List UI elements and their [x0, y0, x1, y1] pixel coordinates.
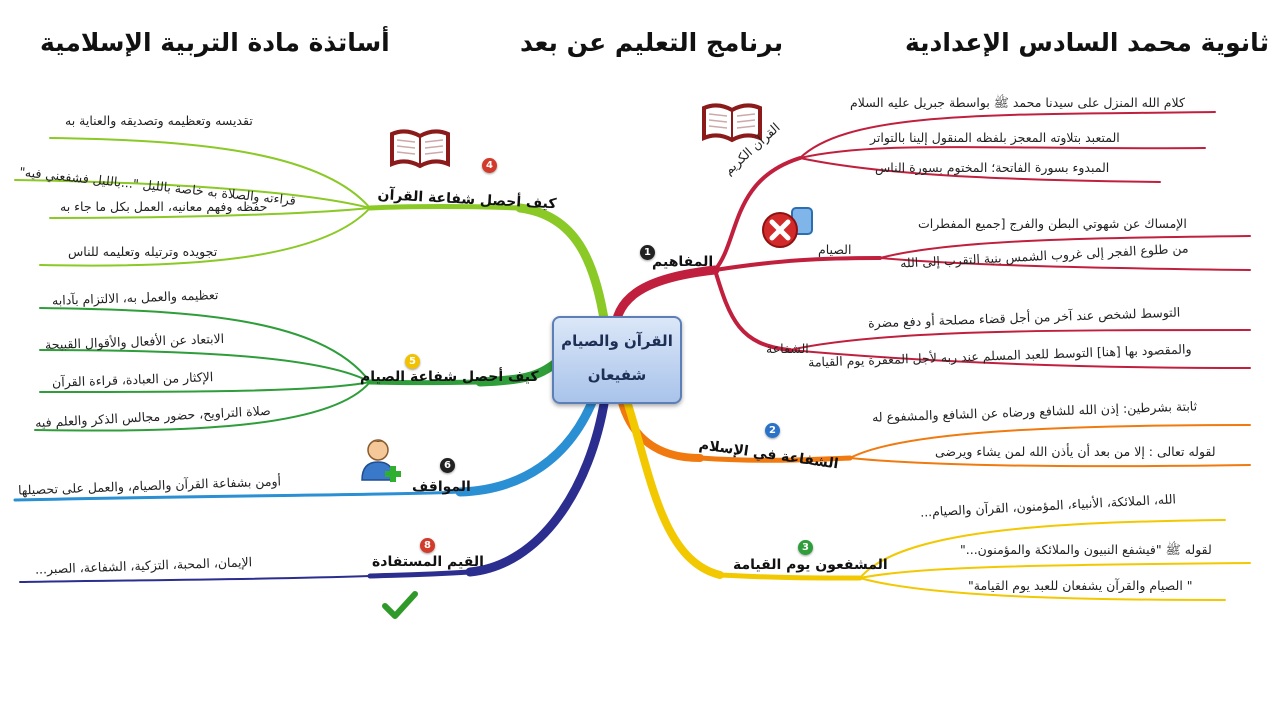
concept-item: المتعبد بتلاوته المعجز بلفظه المنقول إلي… [870, 130, 1120, 145]
intercession-concept-label: الشفاعة [766, 341, 809, 356]
quran-branch [14, 137, 610, 330]
central-topic-line1: القرآن والصيام [561, 332, 673, 350]
concepts-label: المفاهيم [652, 254, 714, 270]
badge-4: 4 [482, 158, 497, 173]
badge-6: 6 [440, 458, 455, 473]
concept-item: كلام الله المنزل على سيدنا محمد ﷺ بواسطة… [850, 95, 1185, 110]
central-topic-line2: شفيعان [587, 366, 647, 384]
concept-item: الإمساك عن شهوتي البطن والفرج [جميع المف… [918, 216, 1187, 231]
concept-item: المبدوء بسورة الفاتحة؛ المختوم بسورة الن… [875, 160, 1110, 175]
badge-5: 5 [405, 354, 420, 369]
fasting-concept-label: الصيام [818, 242, 852, 257]
header-program: برنامج التعليم عن بعد [520, 28, 784, 57]
islam-branch [616, 391, 1251, 468]
values-label: القيم المستفادة [372, 554, 484, 570]
intercessors-item: لقوله ﷺ "فيشفع النبيون والملائكة والمؤمن… [960, 542, 1212, 557]
book-icon [702, 103, 762, 143]
badge-3: 3 [798, 540, 813, 555]
fasting-how-label: كيف أحصل شفاعة الصيام [360, 369, 539, 385]
concepts-branch [610, 111, 1251, 369]
quran-item: تقديسه وتعظيمه وتصديقه والعناية به [65, 113, 253, 128]
quran-item: حفظه وفهم معانيه، العمل بكل ما جاء به [60, 199, 268, 214]
intercessors-label: المشفعون يوم القيامة [733, 557, 888, 573]
stances-label: المواقف [412, 479, 471, 495]
badge-8: 8 [420, 538, 435, 553]
header-teachers: أساتذة مادة التربية الإسلامية [40, 28, 390, 57]
values-branch [19, 393, 610, 583]
book-icon [390, 129, 450, 169]
add-user-icon [361, 439, 401, 482]
badge-2: 2 [765, 423, 780, 438]
stances-branch [13, 390, 600, 502]
islam-item: لقوله تعالى : إلا من بعد أن يأذن الله لم… [935, 444, 1216, 459]
intercessors-item: " الصيام والقرآن يشفعان للعبد يوم القيام… [968, 578, 1193, 593]
quran-item: تجويده وترتيله وتعليمه للناس [68, 244, 218, 259]
delete-icon [762, 207, 813, 248]
checkmark-icon [382, 591, 418, 619]
central-topic-node: القرآن والصيام شفيعان [552, 316, 682, 404]
intercessors-branch [621, 391, 1251, 601]
header-school: ثانوية محمد السادس الإعدادية [905, 28, 1269, 57]
badge-1: 1 [640, 245, 655, 260]
